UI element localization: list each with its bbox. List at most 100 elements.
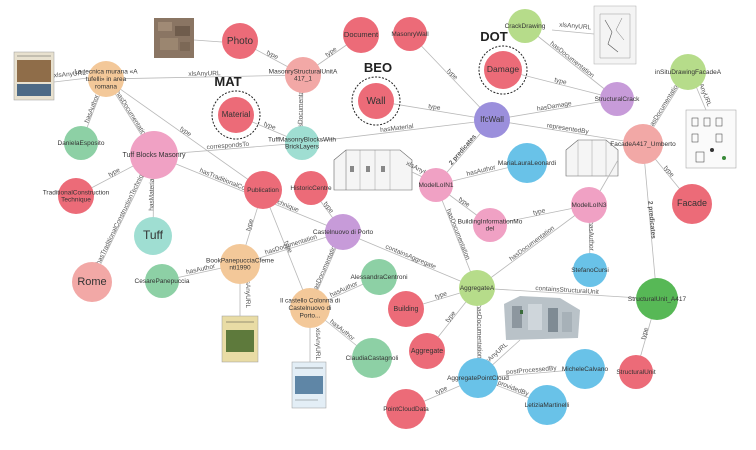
node-circle[interactable] bbox=[507, 143, 547, 183]
node-circle[interactable] bbox=[220, 244, 260, 284]
node-ifcwall[interactable]: IfcWall bbox=[474, 102, 510, 138]
node-wall[interactable]: Wall bbox=[358, 83, 394, 119]
node-circle[interactable] bbox=[672, 184, 712, 224]
node-alessandra[interactable]: AlessandraCentroni bbox=[350, 259, 408, 295]
node-circle[interactable] bbox=[88, 61, 124, 97]
edge-label-aggregatea-apc: hasDocumentation bbox=[475, 304, 483, 359]
node-circle[interactable] bbox=[290, 288, 330, 328]
thumb-tecnica-cover[interactable] bbox=[13, 51, 55, 101]
node-photo[interactable]: Photo bbox=[222, 23, 258, 59]
node-rome[interactable]: Rome bbox=[72, 262, 112, 302]
node-circle[interactable] bbox=[419, 168, 453, 202]
node-circle[interactable] bbox=[388, 291, 424, 327]
node-circle[interactable] bbox=[358, 83, 394, 119]
edge-tuffblocks-tuffmasonry bbox=[153, 142, 303, 156]
node-structuralunit[interactable]: StructuralUnit bbox=[616, 355, 656, 389]
node-castelnuovo[interactable]: Castelnuovo di Porto bbox=[313, 214, 374, 250]
node-modello1[interactable]: ModelLoIN1 bbox=[418, 168, 454, 202]
node-publication[interactable]: Publication bbox=[244, 171, 282, 209]
thumb-book-cover[interactable] bbox=[221, 315, 259, 363]
node-circle[interactable] bbox=[619, 355, 653, 389]
node-circle[interactable] bbox=[623, 124, 663, 164]
thumb-photo-masonry[interactable] bbox=[154, 18, 194, 58]
node-facadea417[interactable]: FacadeA417_Umberto bbox=[610, 124, 676, 164]
node-circle[interactable] bbox=[134, 217, 172, 255]
node-circle[interactable] bbox=[325, 214, 361, 250]
node-claudia[interactable]: ClaudiaCastagnoli bbox=[346, 338, 399, 378]
node-circle[interactable] bbox=[508, 9, 542, 43]
node-su417[interactable]: StructuralUnit_A417 bbox=[628, 278, 687, 320]
node-aggregatea[interactable]: AggregateA bbox=[459, 270, 495, 306]
node-circle[interactable] bbox=[386, 389, 426, 429]
node-circle[interactable] bbox=[459, 270, 495, 306]
node-historiccentre[interactable]: HistoricCentre bbox=[290, 171, 332, 205]
node-masonrywall[interactable]: MasonryWall bbox=[391, 17, 429, 51]
node-pointclouddata[interactable]: PointCloudData bbox=[383, 389, 429, 429]
node-tuff[interactable]: Tuff bbox=[134, 217, 172, 255]
node-circle[interactable] bbox=[64, 126, 98, 160]
node-circle[interactable] bbox=[222, 23, 258, 59]
thumb-model-loin3[interactable] bbox=[565, 139, 619, 177]
thumb-castello-cover[interactable] bbox=[291, 361, 327, 409]
node-apc[interactable]: AggregatePointCloud bbox=[447, 358, 509, 398]
node-circle[interactable] bbox=[145, 264, 179, 298]
node-circle[interactable] bbox=[285, 126, 319, 160]
thumb-model-loin1[interactable] bbox=[333, 149, 413, 191]
node-stefano[interactable]: StefanoCursi bbox=[571, 253, 609, 287]
node-cesare[interactable]: CesarePanepuccia bbox=[135, 264, 190, 298]
node-circle[interactable] bbox=[244, 171, 282, 209]
node-circle[interactable] bbox=[72, 262, 112, 302]
node-damage[interactable]: Damage bbox=[484, 51, 522, 89]
node-circle[interactable] bbox=[58, 178, 94, 214]
node-circle[interactable] bbox=[600, 82, 634, 116]
thumb-crack-drawing[interactable] bbox=[593, 5, 637, 65]
node-insitu[interactable]: inSituDrawingFacadeA bbox=[655, 54, 722, 90]
node-circle[interactable] bbox=[571, 187, 607, 223]
node-material[interactable]: Material bbox=[218, 97, 254, 133]
node-facade[interactable]: Facade bbox=[672, 184, 712, 224]
node-modello3[interactable]: ModelLoIN3 bbox=[571, 187, 607, 223]
node-document[interactable]: Document bbox=[343, 17, 379, 53]
node-circle[interactable] bbox=[361, 259, 397, 295]
node-circle[interactable] bbox=[527, 385, 567, 425]
node-letizia[interactable]: LetiziaMartinelli bbox=[525, 385, 570, 425]
node-structuralcrack[interactable]: StructuralCrack bbox=[595, 82, 641, 116]
node-circle[interactable] bbox=[343, 17, 379, 53]
node-circle[interactable] bbox=[285, 57, 321, 93]
node-circle[interactable] bbox=[218, 97, 254, 133]
node-circle[interactable] bbox=[636, 278, 678, 320]
node-circle[interactable] bbox=[458, 358, 498, 398]
node-circle[interactable] bbox=[473, 208, 507, 242]
node-circle[interactable] bbox=[294, 171, 328, 205]
node-aggregate[interactable]: Aggregate bbox=[409, 333, 445, 369]
node-circle[interactable] bbox=[484, 51, 522, 89]
node-crackdrawing[interactable]: CrackDrawing bbox=[505, 9, 546, 43]
node-circle[interactable] bbox=[352, 338, 392, 378]
node-circle[interactable] bbox=[573, 253, 607, 287]
node-building[interactable]: Building bbox=[388, 291, 424, 327]
node-danielaesposito[interactable]: DanielaEsposito bbox=[58, 126, 105, 160]
node-label-line: Technique bbox=[61, 196, 91, 203]
node-marialaura[interactable]: MariaLauraLeonardi bbox=[498, 143, 556, 183]
node-michele[interactable]: MicheleCalvano bbox=[562, 349, 609, 389]
node-circle[interactable] bbox=[474, 102, 510, 138]
node-circle[interactable] bbox=[130, 131, 178, 179]
node-circle[interactable] bbox=[393, 17, 427, 51]
thumb-point-cloud[interactable] bbox=[504, 296, 580, 340]
node-circle[interactable] bbox=[670, 54, 706, 90]
node-tuffblocks[interactable]: Tuff Blocks Masonry bbox=[122, 131, 186, 179]
thumb-insitu-drawing[interactable] bbox=[685, 109, 737, 169]
node-circle[interactable] bbox=[409, 333, 445, 369]
node-circle[interactable] bbox=[565, 349, 605, 389]
